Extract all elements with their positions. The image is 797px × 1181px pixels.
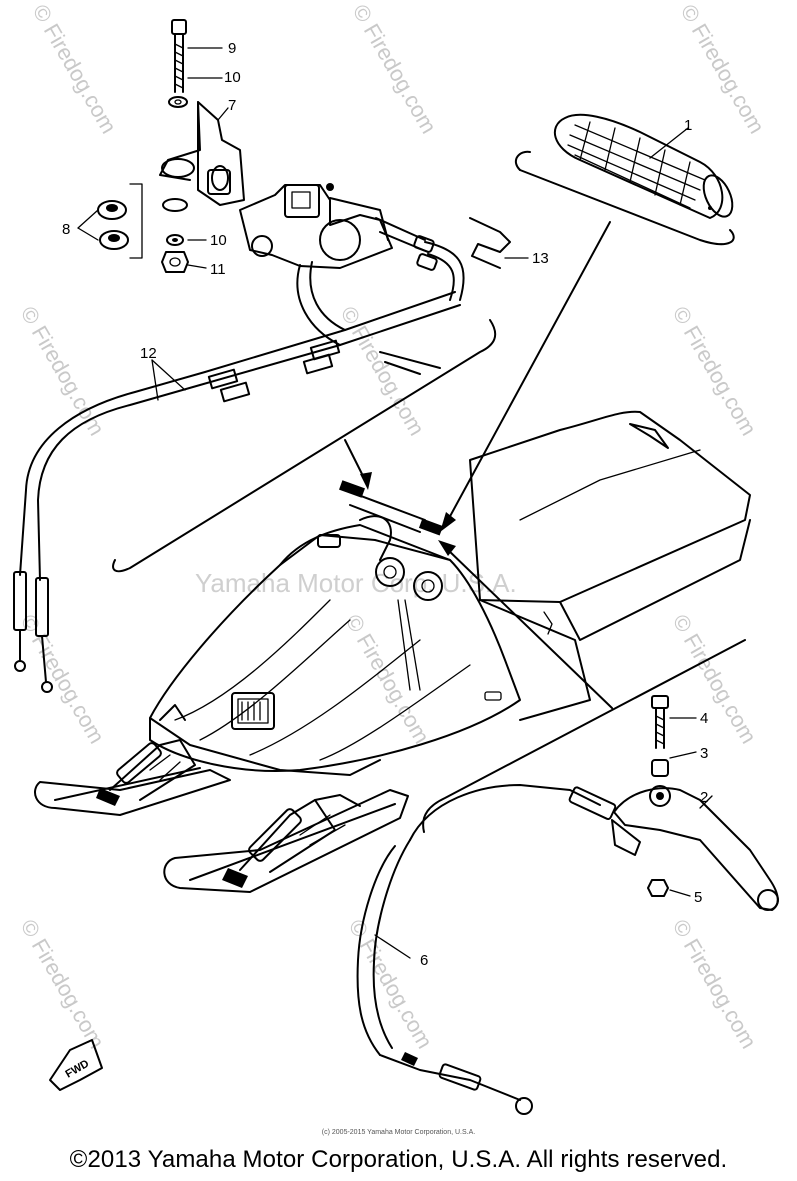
callout-10-upper: 10	[224, 69, 241, 86]
watermark: © Firedog.com	[16, 302, 110, 440]
callout-13: 13	[532, 250, 549, 267]
callout-2: 2	[700, 789, 708, 806]
callout-6: 6	[420, 952, 428, 969]
callout-3: 3	[700, 745, 708, 762]
ski-left	[34, 739, 231, 816]
callout-labels: 1 2 3 4 5 6 7 8 9 10 10 11 12 13	[62, 40, 708, 969]
watermark: © Firedog.com	[668, 915, 762, 1053]
watermark: © Firedog.com	[348, 0, 442, 138]
watermark-layer: © Firedog.com © Firedog.com © Firedog.co…	[16, 0, 770, 1053]
watermark: © Firedog.com	[668, 302, 762, 440]
ski-right	[163, 789, 409, 893]
section-dividers	[112, 150, 746, 833]
watermark: © Firedog.com	[336, 302, 430, 440]
bracket-assembly	[77, 19, 245, 273]
callout-8: 8	[62, 221, 70, 238]
callout-7: 7	[228, 97, 236, 114]
callout-5: 5	[694, 889, 702, 906]
pointer-arrows	[344, 221, 613, 709]
watermark-center: Yamaha Motor Corp. U.S.A.	[195, 568, 517, 598]
callout-1: 1	[684, 117, 692, 134]
brake-lever-assembly	[613, 695, 779, 911]
callout-11: 11	[210, 261, 226, 278]
brake-cable	[356, 784, 641, 1115]
watermark: © Firedog.com	[28, 0, 122, 138]
watermark: © Firedog.com	[16, 915, 110, 1053]
callout-10-lower: 10	[210, 232, 227, 249]
cable-assembly	[13, 261, 461, 693]
callout-12: 12	[140, 345, 157, 362]
fwd-arrow: FWD	[49, 1039, 103, 1091]
handlebar-grip	[554, 113, 734, 219]
wire-clip	[469, 217, 529, 269]
footer-copyright: ©2013 Yamaha Motor Corporation, U.S.A. A…	[69, 1146, 728, 1173]
watermark: © Firedog.com	[341, 610, 435, 748]
small-copyright: (c) 2005-2015 Yamaha Motor Corporation, …	[321, 1129, 476, 1136]
snowmobile	[149, 410, 751, 776]
callout-9: 9	[228, 40, 236, 57]
watermark: © Firedog.com	[668, 610, 762, 748]
throttle-housing	[239, 183, 465, 301]
watermark: © Firedog.com	[16, 610, 110, 748]
callout-4: 4	[700, 710, 708, 727]
